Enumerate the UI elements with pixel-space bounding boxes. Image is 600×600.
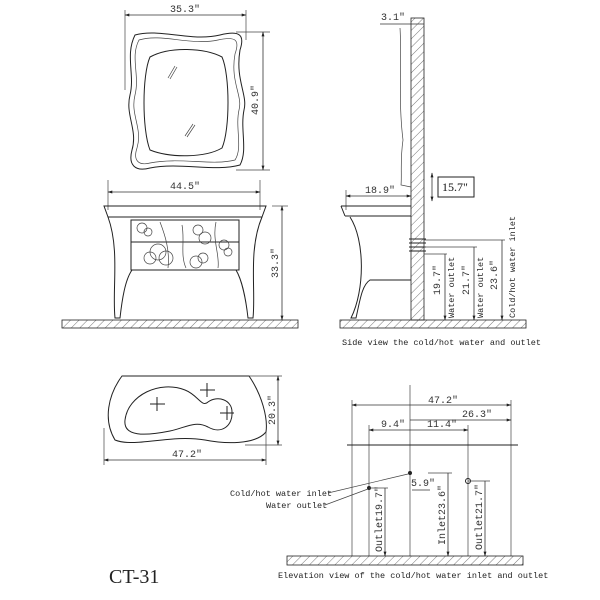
elevation-caption: Elevation view of the cold/hot water inl… <box>278 571 548 581</box>
cabinet-width-label: 44.5" <box>170 181 200 193</box>
elev-outlet-right: Outlet21.7" <box>474 484 486 550</box>
side-view: 3.1" 15.7" 18.9" 19.7" Water outlet 21.7… <box>339 12 541 348</box>
cabinet-front-view: 44.5" 33.3" <box>61 180 299 329</box>
side-view-caption: Side view the cold/hot water and outlet <box>342 338 541 348</box>
mirror-height-label: 40.9" <box>250 85 262 115</box>
faucet-holes <box>150 383 234 420</box>
top-depth-label: 20.3" <box>267 395 279 425</box>
callout-outlet: Water outlet <box>266 501 327 511</box>
side-dim-1-label: Water outlet <box>447 257 457 318</box>
elev-right-width: 26.3" <box>462 409 492 421</box>
callout-inlet: Cold/hot water inlet <box>230 489 332 499</box>
elev-right-offset: 11.4" <box>427 419 457 431</box>
mirror-front-view: 35.3" 40.9" <box>124 4 270 171</box>
floral-decoration <box>136 221 233 269</box>
pipe-fittings <box>409 238 426 252</box>
gap-dimension-label: 15.7" <box>442 180 468 194</box>
side-dim-2-label: Water outlet <box>476 257 486 318</box>
cabinet-height-label: 33.3" <box>270 248 282 278</box>
side-dim-3-value: 23.6" <box>489 260 501 290</box>
side-dim-1-value: 19.7" <box>432 265 444 295</box>
elev-inlet-offset: 5.9" <box>411 478 435 490</box>
elevation-view: 47.2" 26.3" 9.4" 11.4" Outlet19.7" Inlet… <box>230 385 548 581</box>
elev-inlet: Inlet23.6" <box>437 485 449 545</box>
gap-dimension-box <box>437 176 475 198</box>
mirror-width-label: 35.3" <box>170 4 200 16</box>
basin-top-view: 20.3" 47.2" <box>103 375 282 465</box>
wall <box>410 17 425 321</box>
top-width-label: 47.2" <box>172 449 202 461</box>
elev-total-width: 47.2" <box>428 395 458 407</box>
mirror-depth-label: 3.1" <box>381 12 405 24</box>
model-name: CT-31 <box>109 566 159 588</box>
side-dim-2-value: 21.7" <box>461 265 473 295</box>
elev-left-offset: 9.4" <box>381 419 405 431</box>
elev-outlet-left: Outlet19.7" <box>374 486 386 552</box>
side-depth-label: 18.9" <box>365 185 395 197</box>
side-dim-3-label: Cold/hot water inlet <box>508 216 518 318</box>
